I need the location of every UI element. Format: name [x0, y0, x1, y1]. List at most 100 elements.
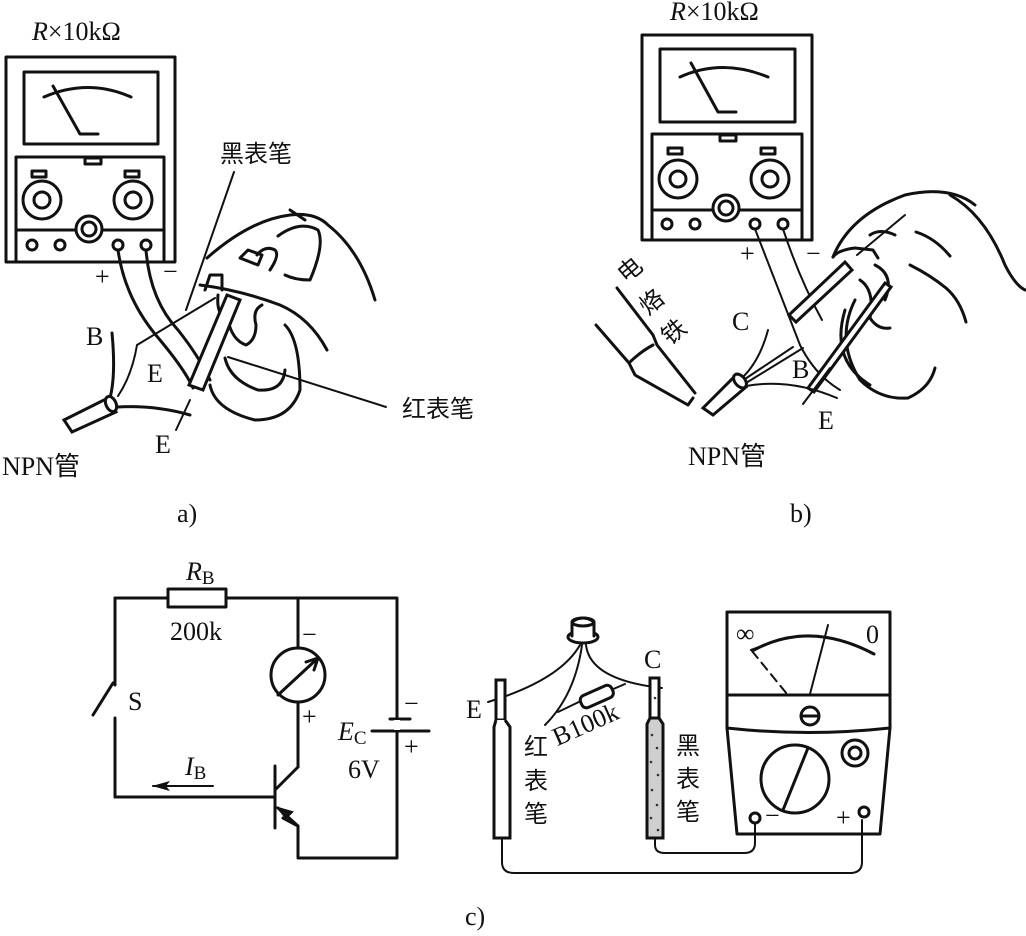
meter-scale-arc: [42, 86, 133, 99]
meter-scale-arc: [752, 634, 876, 656]
scale-tick: [750, 645, 763, 651]
zero-adjust-center: [717, 199, 735, 217]
meter-dial-window: [725, 610, 892, 697]
meter-plus-label: +: [302, 702, 317, 731]
battery-voltage: 6V: [348, 755, 380, 784]
current-label: IB: [184, 752, 206, 784]
meter-mid-band: [725, 693, 892, 734]
soldering-iron-icon: [594, 286, 697, 407]
meter-dial-window: [22, 70, 160, 146]
transistor-collector: [273, 765, 300, 792]
resistor-label: RB: [185, 557, 215, 589]
meter-needle: [689, 61, 738, 114]
panel-c-probe-setup: E C B100k 红 表 笔 黑 表 笔 ∞ 0 − +: [465, 610, 892, 931]
red-probe-label: 红表笔: [402, 395, 474, 423]
battery-gap: [394, 720, 400, 730]
jack-minus: [776, 217, 790, 231]
red-probe-label-1: 红: [524, 733, 548, 761]
knob-left-icon: [21, 179, 63, 221]
knob-right-icon: [112, 179, 154, 221]
emitter-label-2: E: [155, 430, 171, 459]
emitter-leader: [175, 399, 191, 431]
black-lead-wire: [782, 228, 823, 321]
red-probe-body: [492, 719, 512, 840]
black-probe-lead: [654, 823, 756, 854]
jack-2: [53, 238, 67, 252]
meter-dial-window: [658, 47, 797, 124]
panel-b-range-label: R×10kΩ: [669, 0, 759, 26]
zero-adjust-knob: [74, 214, 104, 244]
switch-s: [91, 681, 115, 717]
switch-label: S: [128, 687, 142, 716]
zero-adjust-center: [80, 220, 98, 238]
red-probe-label-3: 笔: [524, 800, 548, 828]
base-label: B: [86, 322, 103, 351]
resistor-value: 200k: [170, 617, 222, 646]
emitter-lead: [745, 382, 838, 399]
panel-b-caption: b): [790, 499, 812, 528]
plus-terminal-label: +: [95, 262, 110, 291]
current-arrow-head-icon: [152, 781, 170, 791]
black-probe-speckle: [649, 696, 660, 832]
needle-rest-dashed: [751, 650, 788, 695]
meter-minus-label: −: [302, 620, 317, 649]
collector-to-probe: [744, 346, 794, 380]
collector-label: C: [732, 307, 749, 336]
knob-indicator-right: [759, 146, 777, 156]
red-probe: [187, 293, 242, 392]
red-probe-tail: [856, 214, 906, 256]
red-probe-lead: [501, 819, 863, 874]
knob-indicator-right: [123, 169, 141, 179]
panel-a-caption: a): [177, 499, 197, 528]
multimeter-b: [640, 33, 814, 242]
transistor-a-icon: [61, 394, 119, 434]
plus-terminal-label: +: [740, 239, 755, 268]
knob-indicator-left: [30, 169, 48, 179]
red-lead-wire: [754, 228, 841, 391]
red-probe-leader: [227, 356, 387, 408]
jack-1: [25, 238, 39, 252]
resistor-rb: [166, 587, 228, 609]
soldering-iron-label-3: 铁: [656, 314, 692, 351]
battery-minus-label: −: [404, 689, 419, 718]
meter-notch: [718, 133, 738, 143]
jack-socket-icon: [840, 738, 870, 768]
collector-lead: [742, 329, 769, 378]
panel-a-range-label: R×10kΩ: [31, 17, 121, 46]
black-probe-body: [645, 716, 665, 840]
emitter-label: E: [818, 406, 834, 435]
red-lead-wire: [116, 248, 195, 390]
black-probe-label: 黑表笔: [220, 140, 292, 168]
knob-right-center: [123, 190, 143, 210]
panel-b: R×10kΩ + −: [594, 0, 1026, 528]
minus-terminal-label: −: [806, 239, 821, 268]
knob-right-center: [760, 169, 780, 189]
minus-terminal-label: −: [163, 257, 178, 286]
knob-left-center: [668, 169, 688, 189]
transistor-label: NPN管: [688, 442, 766, 471]
meter-lower-body: [725, 726, 892, 836]
base-resistor: [578, 683, 615, 710]
base-wire: [544, 644, 583, 726]
jack-2: [688, 217, 702, 231]
soldering-iron-label-1: 电: [612, 252, 648, 289]
galvanometer-arrow: [304, 656, 320, 672]
jack-1: [660, 217, 674, 231]
knob-indicator-left: [666, 146, 684, 156]
base-lead: [745, 347, 804, 384]
red-probe-tip: [494, 678, 507, 722]
terminal-minus-label: −: [765, 801, 780, 830]
resistor-lead-left: [557, 699, 584, 713]
meter-scale-arc: [678, 66, 770, 79]
meter-needle: [809, 624, 829, 695]
hand-a-icon: [198, 208, 377, 422]
transistor-label: NPN管: [2, 452, 80, 481]
meter-needle: [51, 84, 100, 136]
zero-adjust-knob: [711, 193, 741, 223]
collector-wire: [585, 644, 663, 689]
jack-plus: [748, 217, 762, 231]
emitter-label-1: E: [147, 359, 163, 388]
panel-c-caption: c): [465, 902, 485, 931]
terminal-plus: [857, 805, 871, 819]
